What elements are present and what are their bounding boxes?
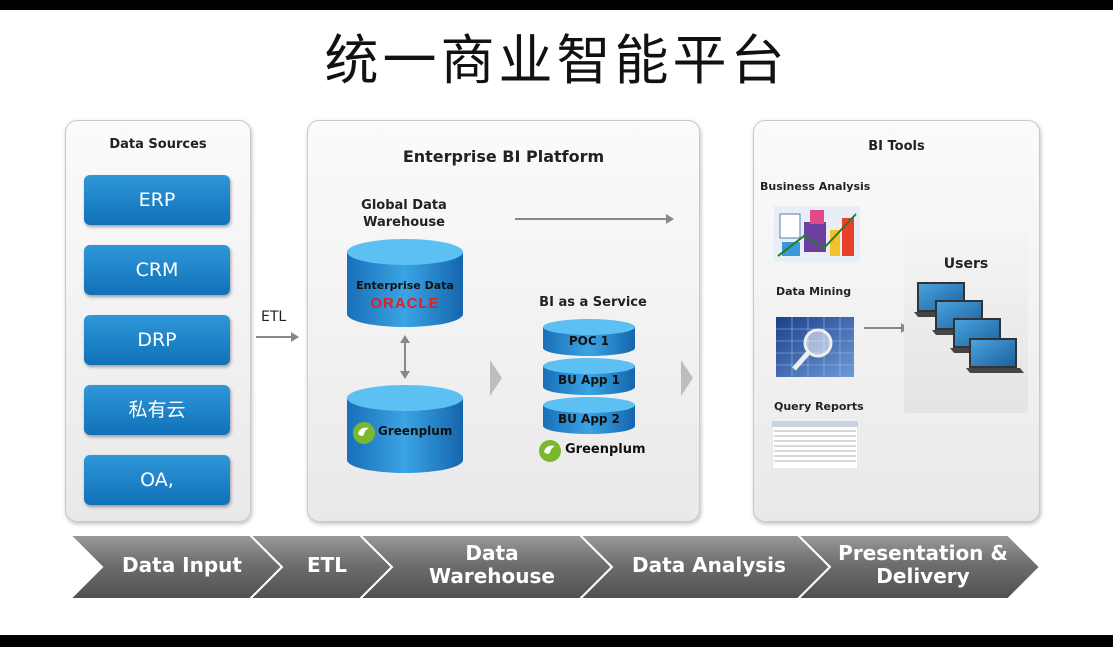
etl-arrowhead-icon <box>291 332 299 342</box>
service-poc-1: POC 1 <box>568 334 610 348</box>
poc-1-cylinder <box>543 319 635 356</box>
source-oa: OA, <box>84 455 230 505</box>
source-erp: ERP <box>84 175 230 225</box>
greenplum-icon <box>539 440 561 462</box>
tools-to-users-arrow-line <box>864 327 902 329</box>
oracle-logo: ORACLE <box>370 295 440 312</box>
query-reports-label: Query Reports <box>774 400 864 413</box>
process-step-etl-shape <box>248 535 394 599</box>
users-laptops-icon <box>914 282 1024 373</box>
business-analysis-chart-icon <box>774 206 860 262</box>
enterprise-data-label: Enterprise Data <box>356 279 454 292</box>
greenplum-icon <box>353 422 375 444</box>
bi-tools-panel: BI Tools Business Analysis Data Mining <box>753 120 1040 522</box>
process-step-data-analysis-shape <box>578 535 832 599</box>
process-step-presentation-delivery: Presentation & Delivery <box>838 541 1008 588</box>
flow-chevron-icon <box>490 360 502 396</box>
users-label: Users <box>943 256 989 272</box>
query-reports-table-icon <box>772 421 858 469</box>
slide: 统一商业智能平台 Data Sources ERP CRM DRP 私有云 OA… <box>0 10 1113 635</box>
etl-label: ETL <box>261 309 287 325</box>
enterprise-bi-platform-panel: Enterprise BI Platform Global Data Wareh… <box>307 120 700 522</box>
greenplum-logo-warehouse: Greenplum <box>378 424 453 438</box>
source-crm: CRM <box>84 245 230 295</box>
etl-arrow-line <box>256 336 292 338</box>
platform-flow-arrow-line <box>515 218 667 220</box>
process-step-etl: ETL <box>306 553 348 577</box>
platform-flow-arrowhead-icon <box>666 214 674 224</box>
data-sources-heading: Data Sources <box>109 137 207 152</box>
greenplum-cylinder <box>347 385 463 473</box>
slide-title: 统一商业智能平台 <box>324 29 789 92</box>
bu-app-1-cylinder <box>543 358 635 395</box>
process-bar <box>70 535 1042 599</box>
enterprise-bi-platform-heading: Enterprise BI Platform <box>402 147 605 166</box>
data-sources-panel: Data Sources ERP CRM DRP 私有云 OA, <box>65 120 251 522</box>
bu-app-2-cylinder <box>543 397 635 434</box>
data-mining-label: Data Mining <box>776 285 852 298</box>
business-analysis-label: Business Analysis <box>760 180 871 193</box>
source-drp: DRP <box>84 315 230 365</box>
process-step-data-analysis: Data Analysis <box>632 553 786 577</box>
bi-tools-heading: BI Tools <box>868 139 925 154</box>
process-step-data-warehouse-shape <box>358 535 614 599</box>
process-step-data-input: Data Input <box>122 553 242 577</box>
process-step-data-input-shape <box>70 535 284 599</box>
process-step-presentation-shape <box>796 535 1042 599</box>
flow-chevron-icon <box>681 360 693 396</box>
data-mining-magnifier-icon <box>776 317 854 377</box>
greenplum-logo-service: Greenplum <box>565 442 646 457</box>
source-private-cloud: 私有云 <box>84 385 230 435</box>
enterprise-data-cylinder <box>347 239 463 327</box>
sync-arrow-icon <box>400 335 410 379</box>
service-bu-app-1: BU App 1 <box>557 373 621 387</box>
process-step-data-warehouse: Data Warehouse <box>429 541 555 588</box>
bi-as-a-service-label: BI as a Service <box>539 295 647 310</box>
global-data-warehouse-label: Global Data Warehouse <box>361 198 447 230</box>
service-bu-app-2: BU App 2 <box>557 412 621 426</box>
